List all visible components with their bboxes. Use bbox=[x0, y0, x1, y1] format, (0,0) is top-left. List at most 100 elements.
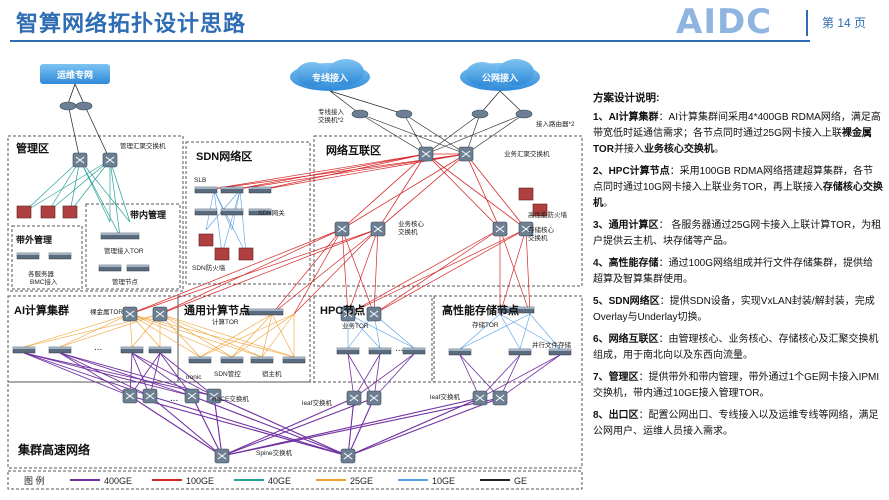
zone-sdn bbox=[185, 141, 311, 285]
link-400ge bbox=[159, 352, 215, 397]
label-bmc-1: 各服务器 bbox=[28, 269, 55, 278]
link-25ge bbox=[159, 313, 295, 358]
hp-firewall-icon bbox=[532, 203, 548, 217]
link-400ge bbox=[353, 353, 381, 399]
link-10ge bbox=[213, 189, 247, 255]
hp-firewall-icon bbox=[518, 187, 534, 201]
inband-tor-icon bbox=[100, 232, 140, 240]
storage-core-switch-icon bbox=[492, 221, 508, 237]
link-40ge bbox=[47, 159, 81, 213]
link-100ge bbox=[271, 228, 343, 315]
note-item: 1、AI计算集群：AI计算集群间采用4*400GB RDMA网络，满足高带宽低时… bbox=[593, 110, 883, 158]
cloud-ops-line: 运维专网 bbox=[40, 64, 110, 84]
link-100ge bbox=[373, 228, 379, 315]
compute-tor-icon bbox=[244, 308, 284, 316]
link-10ge bbox=[459, 313, 531, 350]
zone-label-sdn: SDN网络区 bbox=[196, 149, 252, 163]
hpc-server-icon bbox=[368, 347, 392, 355]
link-ge bbox=[359, 113, 467, 155]
link-400ge bbox=[347, 353, 375, 399]
link-25ge bbox=[59, 313, 131, 348]
note-head: SDN网络区 bbox=[608, 296, 660, 307]
ai-server-icon bbox=[12, 346, 36, 354]
label-dots-ai: ... bbox=[94, 342, 102, 353]
link-400ge bbox=[347, 397, 501, 457]
leaf-switch-icon bbox=[346, 390, 362, 406]
spine-switch-icon bbox=[214, 448, 230, 464]
label-hp-fw: 高性能防火墙 bbox=[528, 210, 568, 219]
zone-label-general: 通用计算节点 bbox=[184, 303, 250, 317]
storage-server-icon bbox=[548, 348, 572, 356]
link-10ge bbox=[213, 189, 223, 255]
label-biz-agg: 业务汇聚交换机 bbox=[504, 149, 550, 158]
link-400ge bbox=[59, 352, 131, 397]
link-400ge bbox=[221, 397, 355, 457]
link-400ge bbox=[353, 353, 415, 399]
label-storage-core-2: 交换机 bbox=[528, 233, 548, 242]
label-spine: Spine交换机 bbox=[256, 448, 293, 457]
mgmt-firewall-icon bbox=[40, 205, 56, 219]
page-title: 智算网络拓扑设计思路 bbox=[16, 11, 247, 36]
note-item: 2、HPC计算节点：采用100GB RDMA网络搭建超算集群，各节点同时通过10… bbox=[593, 164, 883, 212]
link-25ge bbox=[23, 313, 161, 348]
link-100ge bbox=[347, 228, 379, 315]
note-head: 高性能存储 bbox=[608, 258, 659, 269]
cloud-public: 公网接入 bbox=[460, 59, 540, 91]
zone-label-inband: 带内管理 bbox=[130, 209, 166, 220]
bare-tor-switch-icon bbox=[152, 306, 168, 322]
link-400ge bbox=[459, 354, 501, 399]
sdn-firewall-icon bbox=[198, 233, 214, 247]
link-40ge bbox=[47, 159, 111, 213]
biz-agg-switch-icon bbox=[418, 146, 434, 162]
label-mgmt-node: 管理节点 bbox=[112, 277, 139, 286]
label-biz-tor: 业务TOR bbox=[342, 321, 369, 330]
link-100ge bbox=[129, 228, 379, 315]
link-ge bbox=[329, 90, 405, 115]
link-25ge bbox=[231, 313, 273, 358]
design-notes: 方案设计说明: 1、AI计算集群：AI计算集群间采用4*400GB RDMA网络… bbox=[593, 90, 883, 446]
leaf-switch-icon bbox=[492, 390, 508, 406]
label-dots-hpc: ... bbox=[395, 343, 403, 354]
link-100ge bbox=[425, 153, 501, 230]
label-ironic: ironic bbox=[186, 374, 202, 381]
link-ge bbox=[83, 103, 111, 161]
router-icon bbox=[395, 109, 413, 119]
zone-outband bbox=[11, 225, 83, 290]
link-400ge bbox=[347, 353, 355, 399]
biz-tor-switch-icon bbox=[340, 306, 356, 322]
topology-diagram: 管理区 SDN网络区 网络互联区 带外管理 带内管理 AI计算集群 通用计算节点… bbox=[7, 59, 583, 490]
sdn-gateway-icon bbox=[220, 208, 244, 216]
link-100ge bbox=[465, 153, 501, 230]
sdn-firewall-icon bbox=[238, 247, 254, 261]
label-bare-tor: 裸金属TOR bbox=[90, 307, 123, 316]
note-item: 3、通用计算区： 各服务器通过25G网卡接入上联计算TOR，为租户提供云主机、块… bbox=[593, 218, 883, 250]
link-100ge bbox=[425, 153, 527, 230]
note-text2: 。 bbox=[603, 198, 613, 209]
zone-interconnect bbox=[313, 135, 583, 287]
label-bmc-2: BMC接入 bbox=[30, 277, 58, 286]
link-100ge bbox=[347, 228, 527, 315]
router-icon bbox=[351, 109, 369, 119]
link-25ge bbox=[23, 313, 131, 348]
link-400ge bbox=[373, 353, 381, 399]
note-head: 网络互联区 bbox=[608, 334, 659, 345]
legend-title: 图 例 bbox=[24, 475, 45, 486]
link-25ge bbox=[159, 313, 233, 358]
mgmt-firewall-icon bbox=[16, 205, 32, 219]
link-100ge bbox=[205, 153, 427, 191]
zone-inband bbox=[85, 203, 181, 290]
link-25ge bbox=[261, 313, 295, 358]
legend-label: 100GE bbox=[186, 476, 214, 486]
link-10ge bbox=[519, 313, 531, 350]
label-dots-cluster: ... bbox=[170, 393, 178, 404]
link-400ge bbox=[129, 395, 223, 457]
link-100ge bbox=[341, 228, 349, 315]
link-400ge bbox=[479, 354, 561, 399]
label-leaf-2: leaf交换机 bbox=[430, 392, 460, 401]
label-parallel-storage: 并行文件存储 bbox=[532, 340, 572, 349]
label-biz-core-2: 交换机 bbox=[398, 227, 418, 236]
link-100ge bbox=[159, 228, 379, 315]
sdn-firewall-icon bbox=[214, 247, 230, 261]
link-10ge bbox=[347, 313, 415, 349]
link-400ge bbox=[347, 397, 355, 457]
